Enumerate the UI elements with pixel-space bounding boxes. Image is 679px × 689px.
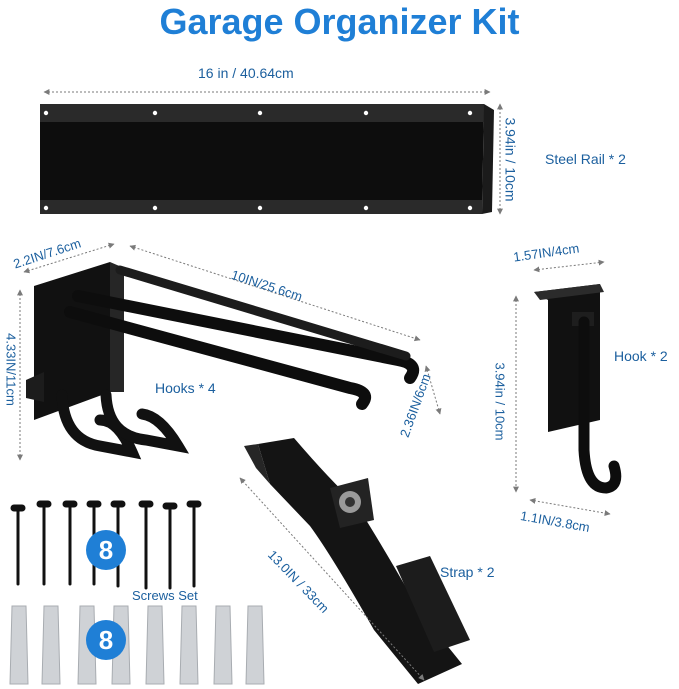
steel-rail-image — [40, 104, 494, 214]
single-hook-dimension-lines — [513, 259, 611, 517]
screws-image — [10, 500, 202, 590]
anchor-count-badge: 8 — [86, 620, 126, 660]
single-hook-height-label: 3.94in / 10cm — [492, 362, 508, 441]
double-hook-dimension-lines — [17, 242, 442, 461]
page-title: Garage Organizer Kit — [159, 1, 520, 42]
double-hook-image — [26, 262, 419, 460]
screw-count-badge: 8 — [86, 530, 126, 570]
wall-anchors-image — [9, 605, 265, 685]
strap-dimension-lines — [239, 477, 425, 681]
double-hook-height-label: 4.33IN/11cm — [3, 333, 19, 406]
rail-height-label: 3.94in / 10cm — [502, 117, 519, 202]
strap-label: Strap * 2 — [440, 564, 495, 580]
single-hook-label: Hook * 2 — [614, 348, 668, 364]
double-hook-label: Hooks * 4 — [155, 380, 216, 396]
screws-set-label: Screws Set — [132, 588, 198, 603]
rail-length-label: 16 in / 40.64cm — [198, 65, 294, 81]
steel-rail-label: Steel Rail * 2 — [545, 151, 626, 167]
single-hook-image — [534, 284, 622, 494]
